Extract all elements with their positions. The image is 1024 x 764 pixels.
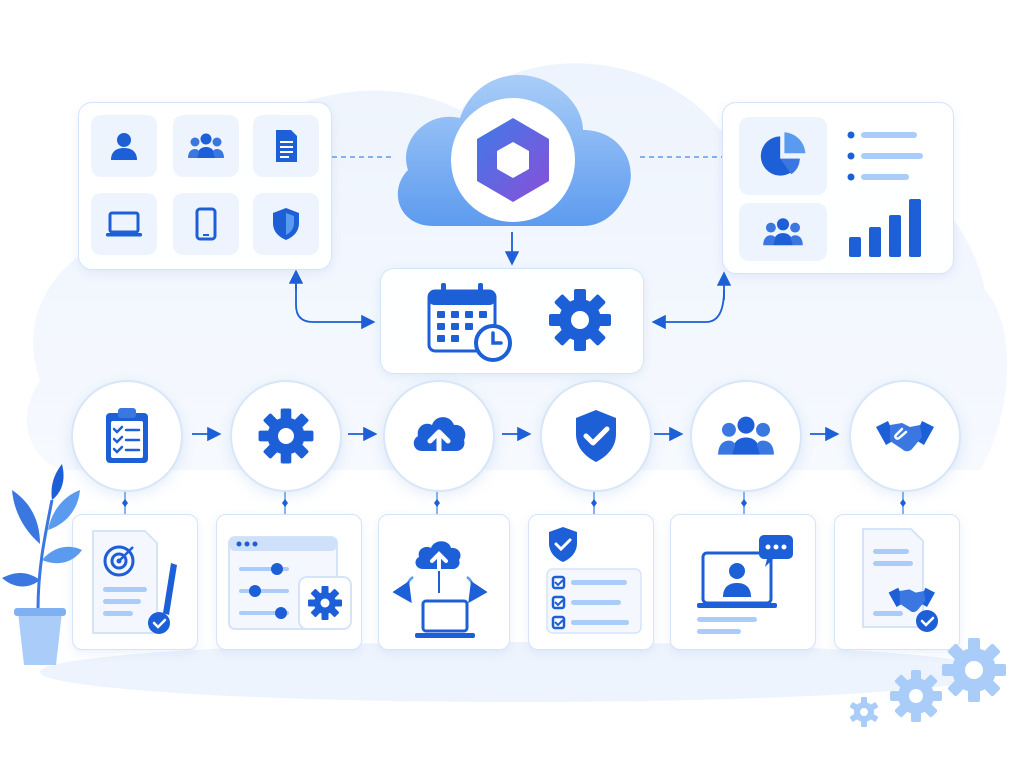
gear-icon: [258, 408, 314, 464]
detail-card-partner[interactable]: [834, 514, 960, 650]
bar-chart-icon: [849, 199, 921, 257]
settings-window-icon: [228, 536, 352, 630]
document-tile[interactable]: [253, 115, 319, 177]
agreement-document-icon: [862, 528, 938, 632]
user-icon: [111, 133, 137, 160]
step-deploy[interactable]: [383, 380, 495, 492]
devices-panel: [78, 102, 332, 270]
detail-card-configure[interactable]: [216, 514, 362, 650]
detail-card-plan[interactable]: [72, 514, 198, 650]
shield-icon: [273, 208, 299, 240]
team-icon: [763, 218, 803, 246]
detail-card-adopt[interactable]: [670, 514, 816, 650]
team-icon: [188, 133, 224, 158]
analytics-panel: [722, 102, 954, 274]
pie-chart-icon: [760, 132, 806, 176]
list-icon: [847, 131, 923, 181]
step-plan[interactable]: [71, 380, 183, 492]
document-icon: [276, 130, 297, 162]
tablet-tile[interactable]: [173, 193, 239, 255]
checklist-shield-icon: [546, 527, 642, 634]
step-configure[interactable]: [230, 380, 342, 492]
plant-decoration-icon: [2, 464, 82, 665]
scheduler-hub: [380, 268, 644, 374]
team-tile[interactable]: [173, 115, 239, 177]
user-tile[interactable]: [91, 115, 157, 177]
team-icon: [718, 416, 774, 455]
shield-check-icon: [576, 410, 616, 462]
team-tile[interactable]: [739, 203, 827, 261]
step-secure[interactable]: [540, 380, 652, 492]
copilot-logo-icon: [477, 118, 549, 202]
detail-card-secure[interactable]: [528, 514, 654, 650]
shield-tile[interactable]: [253, 193, 319, 255]
video-call-icon: [697, 535, 793, 634]
cloud-logo: [397, 75, 631, 226]
target-document-icon: [92, 530, 177, 634]
detail-card-deploy[interactable]: [378, 514, 510, 650]
tablet-icon: [195, 207, 217, 241]
gears-decoration-icon: [849, 638, 1006, 727]
step-partner[interactable]: [849, 380, 961, 492]
pie-chart-tile[interactable]: [739, 117, 827, 195]
cloud-sync-laptop-icon: [392, 541, 488, 638]
calendar-clock-icon[interactable]: [423, 281, 515, 363]
cloud-upload-icon: [413, 417, 466, 460]
handshake-icon: [876, 421, 934, 452]
clipboard-checklist-icon: [106, 408, 148, 463]
step-adopt[interactable]: [690, 380, 802, 492]
laptop-icon: [106, 211, 142, 237]
laptop-tile[interactable]: [91, 193, 157, 255]
gear-icon[interactable]: [545, 285, 615, 355]
